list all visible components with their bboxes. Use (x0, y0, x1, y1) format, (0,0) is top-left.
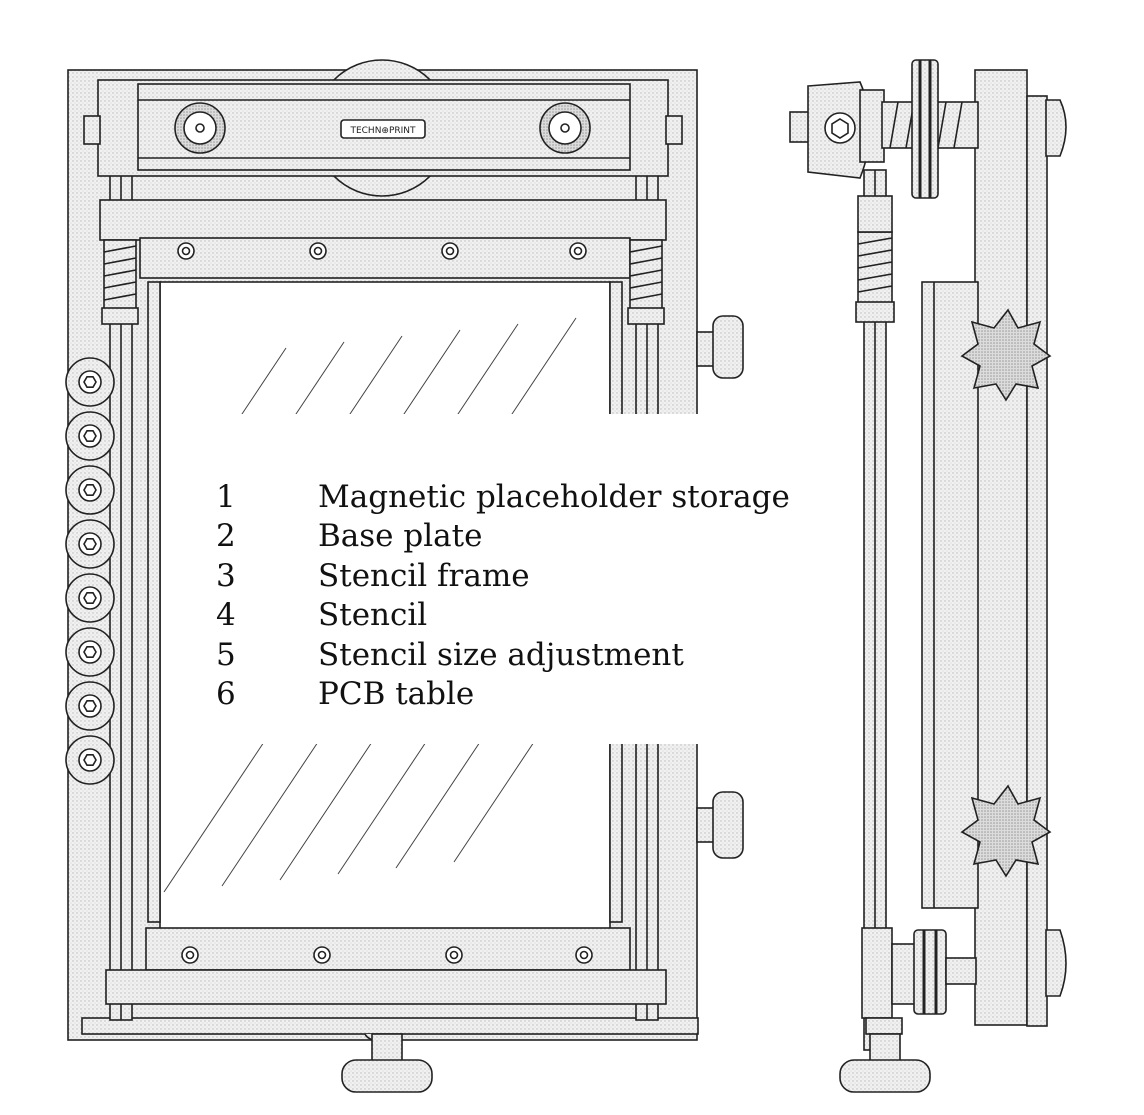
clamp-screw-right (539, 102, 591, 154)
stencil-frame-bottom-bar (105, 969, 667, 1005)
side-top-clamp (789, 59, 979, 199)
legend-label: Base plate (318, 518, 483, 555)
spring-right (627, 239, 665, 325)
size-adjust-knob-upper (696, 315, 744, 379)
legend-row: 5 Stencil size adjustment (200, 636, 790, 675)
frame-screws-top (177, 242, 587, 260)
magnetic-placeholder (65, 411, 115, 461)
legend-label: Magnetic placeholder storage (318, 479, 790, 515)
stencil-frame-top-bar (99, 199, 667, 241)
brand-label-text: TECHN⊕PRINT (349, 126, 416, 136)
side-bottom-clamp (839, 927, 977, 1093)
legend-number: 1 (216, 479, 236, 515)
legend-label: PCB table (318, 676, 475, 713)
spring-left (101, 239, 139, 325)
side-view (789, 59, 1067, 1093)
magnetic-placeholder (65, 735, 115, 785)
brand-label (340, 119, 426, 139)
stencil-hatch-line (337, 723, 439, 875)
legend-number: 3 (216, 557, 236, 594)
magnetic-placeholder (65, 681, 115, 731)
legend-row: 2 Base plate (200, 517, 790, 556)
legend-label: Stencil size adjustment (318, 636, 684, 673)
magnetic-placeholder (65, 519, 115, 569)
magnetic-placeholder (65, 573, 115, 623)
magnetic-placeholder-storage (65, 357, 115, 785)
legend-row: 6 PCB table (200, 675, 790, 714)
legend-row: 4 Stencil (200, 596, 790, 635)
star-knob-upper (960, 308, 1052, 402)
legend-number: 2 (216, 518, 236, 555)
star-knob-lower (960, 784, 1052, 878)
size-adjust-knob-lower (696, 791, 744, 859)
legend-label: Stencil (318, 597, 428, 634)
frame-screws-bottom (181, 946, 593, 964)
legend-number: 5 (216, 636, 236, 673)
bottom-knob (341, 1033, 433, 1093)
magnetic-placeholder (65, 357, 115, 407)
legend-number: 6 (216, 676, 236, 713)
legend-row: 3 Stencil frame (200, 557, 790, 596)
stencil-hatch-line (279, 729, 381, 881)
pcb-table (921, 281, 979, 909)
clamp-screw-left (174, 102, 226, 154)
stencil-hatch-line (163, 741, 265, 893)
magnetic-placeholder (65, 465, 115, 515)
stencil-hatch-line (221, 735, 323, 887)
legend-number: 4 (216, 597, 236, 634)
legend-backdrop (184, 414, 700, 744)
legend-row: 1 Magnetic placeholder storage (200, 478, 790, 517)
legend: 1 Magnetic placeholder storage 2 Base plate… (200, 478, 790, 714)
magnetic-placeholder (65, 627, 115, 677)
legend-label: Stencil frame (318, 557, 530, 594)
side-base-plate (974, 69, 1028, 1026)
